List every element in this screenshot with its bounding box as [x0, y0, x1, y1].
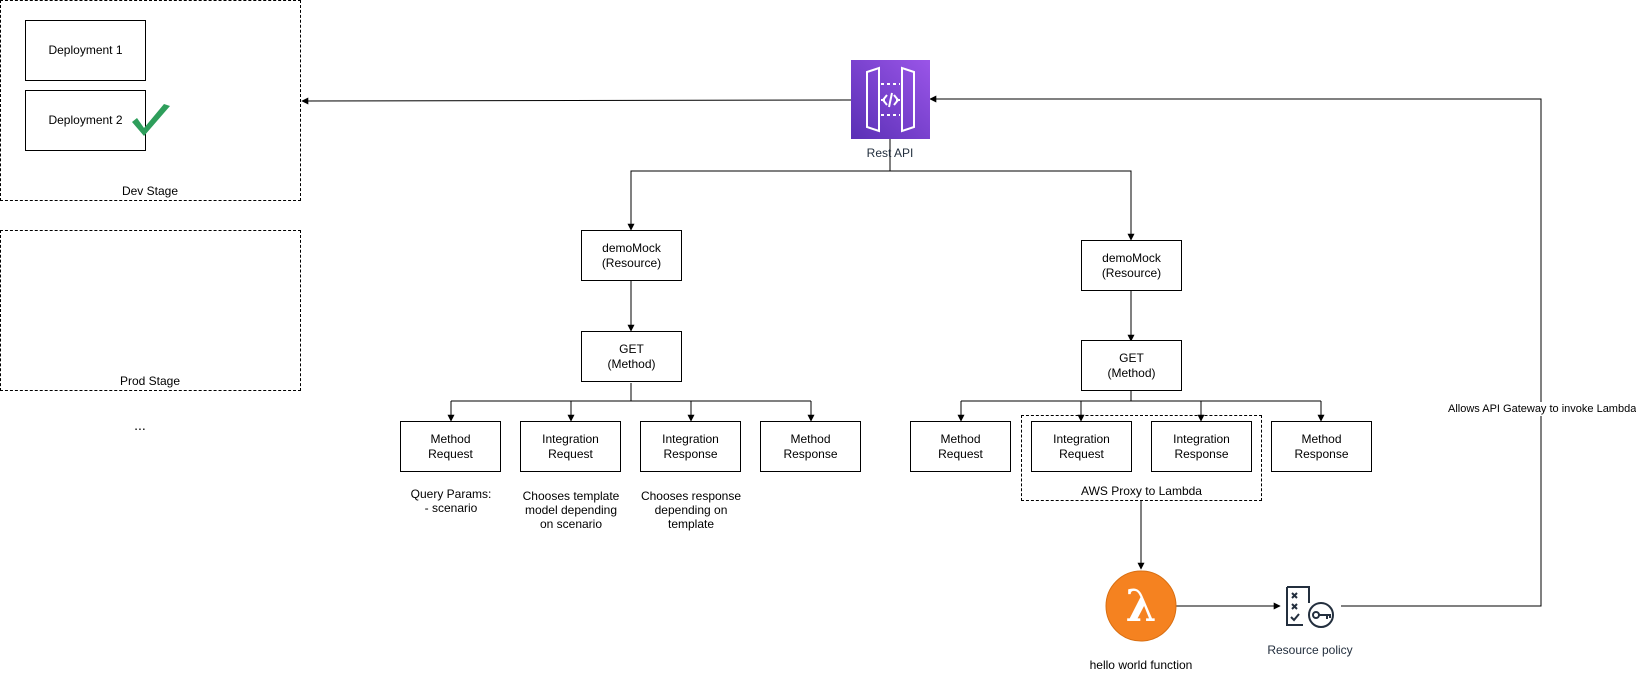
lambda-icon[interactable]: λ: [1105, 570, 1177, 642]
edge-api-trunk: [627, 139, 891, 231]
api-label: Rest API: [866, 146, 914, 160]
right-integration-response-box[interactable]: Integration Response: [1151, 421, 1252, 472]
left-method-request-box[interactable]: Method Request: [400, 421, 501, 472]
edge-policy-to-api: [929, 95, 1542, 607]
prod-stage-group: [0, 230, 301, 391]
deployment-2-box[interactable]: Deployment 2: [25, 90, 146, 151]
right-method-box[interactable]: GET (Method): [1081, 340, 1182, 391]
left-method-response-box[interactable]: Method Response: [760, 421, 861, 472]
left-integration-request-box[interactable]: Integration Request: [520, 421, 621, 472]
edge-right-method-bus: [961, 391, 1321, 402]
right-method-response-box[interactable]: Method Response: [1271, 421, 1372, 472]
right-resource-box[interactable]: demoMock (Resource): [1081, 240, 1182, 291]
right-method-request-box[interactable]: Method Request: [910, 421, 1011, 472]
api-gateway-icon[interactable]: [851, 60, 930, 139]
dev-stage-label: Dev Stage: [121, 184, 179, 198]
resource-policy-label: Resource policy: [1267, 643, 1353, 657]
edge-left-method-bus: [451, 383, 811, 402]
deployment-1-box[interactable]: Deployment 1: [25, 20, 146, 81]
lambda-label: hello world function: [1089, 658, 1193, 672]
note-template-model: Chooses template model depending on scen…: [522, 489, 620, 531]
left-resource-box[interactable]: demoMock (Resource): [581, 230, 682, 281]
resource-policy-icon[interactable]: [1285, 585, 1341, 631]
left-method-box[interactable]: GET (Method): [581, 331, 682, 382]
dev-stage-group: [0, 0, 301, 201]
check-icon: [132, 104, 170, 136]
note-query-params: Query Params: - scenario: [410, 487, 492, 515]
permission-edge-label: Allows API Gateway to invoke Lambda: [1448, 402, 1636, 416]
right-integration-request-box[interactable]: Integration Request: [1031, 421, 1132, 472]
svg-text:λ: λ: [1126, 581, 1157, 632]
edge-api-right: [890, 170, 1135, 241]
aws-proxy-group: [1021, 415, 1262, 501]
note-response-template: Chooses response depending on template: [640, 489, 742, 531]
aws-proxy-label: AWS Proxy to Lambda: [1081, 484, 1202, 498]
prod-stage-label: Prod Stage: [119, 374, 181, 388]
more-stages-ellipsis: ...: [134, 417, 146, 433]
left-integration-response-box[interactable]: Integration Response: [640, 421, 741, 472]
edge-api-to-dev-stage: [301, 97, 852, 105]
